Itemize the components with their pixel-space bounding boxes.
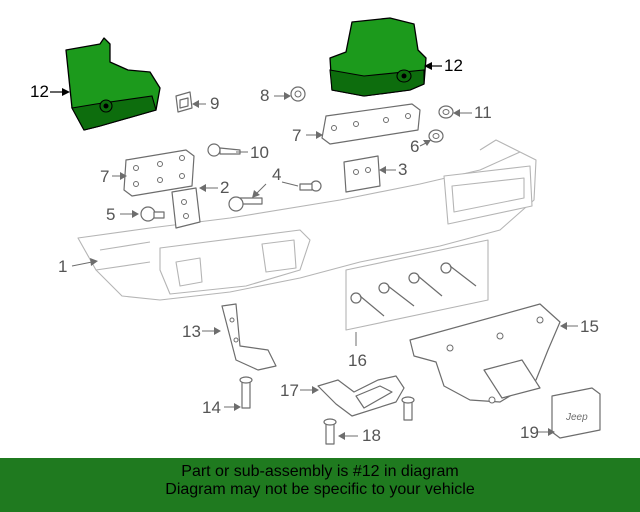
svg-text:14: 14 xyxy=(202,398,221,417)
svg-text:6: 6 xyxy=(410,137,419,156)
svg-text:11: 11 xyxy=(474,103,492,122)
part-3-bracket[interactable] xyxy=(343,155,381,193)
callout-11[interactable]: 11 xyxy=(453,103,492,122)
callout-8[interactable]: 8 xyxy=(260,86,291,105)
part-2-bracket[interactable] xyxy=(171,187,201,229)
part-1-rear-bumper[interactable] xyxy=(77,139,537,301)
svg-text:12: 12 xyxy=(30,82,49,101)
callout-17[interactable]: 17 xyxy=(280,381,319,400)
svg-text:17: 17 xyxy=(280,381,299,400)
part-14-bolt[interactable] xyxy=(239,376,253,409)
part-13-bracket[interactable] xyxy=(221,303,277,371)
svg-text:15: 15 xyxy=(580,317,599,336)
svg-text:12: 12 xyxy=(444,56,463,75)
callout-10[interactable]: 10 xyxy=(236,143,269,162)
svg-text:2: 2 xyxy=(220,178,229,197)
svg-text:5: 5 xyxy=(106,205,115,224)
callout-1[interactable]: 1 xyxy=(58,257,98,276)
svg-text:1: 1 xyxy=(58,257,67,276)
part-12-left-bracket[interactable] xyxy=(65,37,161,131)
callout-7-left[interactable]: 7 xyxy=(100,167,127,186)
callout-18[interactable]: 18 xyxy=(338,426,381,445)
part-7-right-mounting-plate[interactable] xyxy=(321,103,421,145)
callout-12-right[interactable]: 12 xyxy=(424,56,463,75)
part-12-right-bracket[interactable] xyxy=(329,17,427,97)
callout-5[interactable]: 5 xyxy=(106,205,139,224)
callout-7-right[interactable]: 7 xyxy=(292,126,323,145)
footer-line-1: Part or sub-assembly is #12 in diagram xyxy=(181,463,459,480)
part-8-nut[interactable] xyxy=(290,86,306,102)
parts-diagram: Jeep 12 12 9 8 11 7 6 10 7 xyxy=(30,17,601,445)
svg-text:19: 19 xyxy=(520,423,539,442)
svg-text:8: 8 xyxy=(260,86,269,105)
callout-14[interactable]: 14 xyxy=(202,398,241,417)
svg-text:7: 7 xyxy=(292,126,301,145)
part-18-bolts[interactable] xyxy=(323,396,415,445)
part-19-hitch-cover[interactable]: Jeep xyxy=(551,387,601,439)
footer-banner: Part or sub-assembly is #12 in diagram D… xyxy=(0,458,640,512)
jeep-logo-text: Jeep xyxy=(565,412,588,423)
footer-line-2: Diagram may not be specific to your vehi… xyxy=(165,481,475,498)
part-4-bolt[interactable] xyxy=(228,180,322,212)
part-15-hitch[interactable] xyxy=(409,303,561,404)
svg-text:9: 9 xyxy=(210,94,219,113)
callout-2[interactable]: 2 xyxy=(199,178,229,197)
callout-9[interactable]: 9 xyxy=(192,94,219,113)
svg-text:3: 3 xyxy=(398,160,407,179)
part-16-bolt-kit[interactable] xyxy=(345,239,489,331)
callout-19[interactable]: 19 xyxy=(520,423,555,442)
svg-text:10: 10 xyxy=(250,143,269,162)
callout-15[interactable]: 15 xyxy=(560,317,599,336)
part-11-grommet[interactable] xyxy=(438,105,454,119)
callout-4[interactable]: 4 xyxy=(252,165,299,198)
callout-16[interactable]: 16 xyxy=(348,332,367,370)
callout-6[interactable]: 6 xyxy=(410,137,431,156)
part-9-clip[interactable] xyxy=(175,91,193,113)
part-17-bracket[interactable] xyxy=(317,375,405,417)
svg-text:16: 16 xyxy=(348,351,367,370)
part-5-bolt[interactable] xyxy=(140,206,165,222)
callout-3[interactable]: 3 xyxy=(379,160,407,179)
callout-12-left[interactable]: 12 xyxy=(30,82,70,101)
part-10-bolt[interactable] xyxy=(207,143,241,157)
svg-text:13: 13 xyxy=(182,322,201,341)
svg-text:4: 4 xyxy=(272,165,281,184)
part-6-grommet[interactable] xyxy=(428,129,444,143)
callout-13[interactable]: 13 xyxy=(182,322,221,341)
svg-text:7: 7 xyxy=(100,167,109,186)
part-7-left-mounting-plate[interactable] xyxy=(123,149,195,197)
svg-text:18: 18 xyxy=(362,426,381,445)
